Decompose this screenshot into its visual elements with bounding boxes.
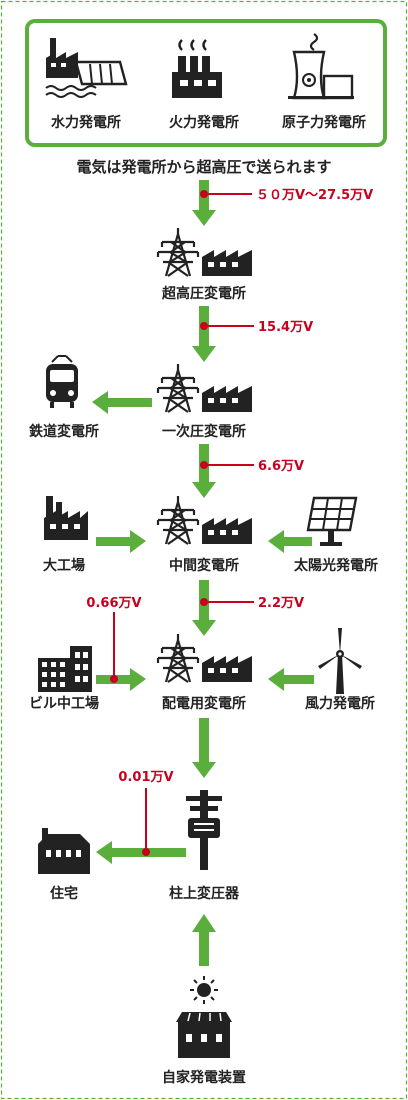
thermal-plant-icon <box>172 39 222 98</box>
voltage-dot-5 <box>110 675 118 683</box>
primary-substation-label: 一次圧変電所 <box>162 423 246 440</box>
arrow-head-house <box>96 841 112 864</box>
distribution-substation-icon <box>156 632 254 684</box>
home-generator-label: 自家発電装置 <box>162 1069 246 1086</box>
distribution-substation-label: 配電用変電所 <box>162 695 246 712</box>
house-label: 住宅 <box>50 885 78 902</box>
building-factory-label: ビル中工場 <box>29 695 99 712</box>
voltage-dot-6 <box>142 848 150 856</box>
arrow-shaft-6 <box>199 928 209 966</box>
voltage-label-2: 15.4万V <box>258 320 313 335</box>
pole-transformer-label: 柱上変圧器 <box>169 885 240 902</box>
nuclear-plant-label: 原子力発電所 <box>282 114 366 131</box>
voltage-label-3: 6.6万V <box>258 459 304 474</box>
voltage-label-4: 2.2万V <box>258 596 304 611</box>
voltage-dot-3 <box>200 461 208 469</box>
supply-caption: 電気は発電所から超高圧で送られます <box>76 158 331 176</box>
voltage-label-5: 0.66万V <box>86 596 141 611</box>
voltage-label-6: 0.01万V <box>118 770 173 785</box>
arrow-head-5 <box>192 762 216 778</box>
home-generator-icon <box>176 1012 232 1058</box>
arrow-shaft-5 <box>199 718 209 766</box>
hydro-plant-label: 水力発電所 <box>51 114 121 131</box>
wind-plant-label: 風力発電所 <box>305 695 375 712</box>
train-icon <box>46 355 78 408</box>
arrow-shaft-railway <box>104 398 152 407</box>
large-factory-icon <box>44 496 88 540</box>
nuclear-plant-icon <box>288 33 354 100</box>
intermediate-substation-icon <box>156 494 254 546</box>
wind-turbine-icon <box>318 628 362 694</box>
voltage-dot-2 <box>200 322 208 330</box>
house-icon <box>38 828 90 874</box>
arrow-head-solar <box>268 530 284 553</box>
arrow-head-factory <box>130 530 146 553</box>
pole-transformer-icon <box>186 790 222 870</box>
arrow-head-building <box>130 668 146 691</box>
arrow-head-3 <box>192 482 216 498</box>
arrow-shaft-solar <box>282 537 312 546</box>
sun-icon <box>190 976 218 1004</box>
intermediate-substation-label: 中間変電所 <box>169 557 239 574</box>
arrow-head-1 <box>192 210 216 226</box>
thermal-plant-label: 火力発電所 <box>169 114 239 131</box>
voltage-dot-1 <box>200 190 208 198</box>
primary-substation-icon <box>156 362 254 414</box>
arrow-head-railway <box>92 391 108 414</box>
arrow-head-wind <box>268 668 284 691</box>
arrow-head-6 <box>192 914 216 932</box>
arrow-head-4 <box>192 620 216 636</box>
voltage-dot-4 <box>200 598 208 606</box>
solar-plant-label: 太陽光発電所 <box>294 557 378 574</box>
railway-substation-label: 鉄道変電所 <box>29 423 99 440</box>
hydro-plant-icon <box>45 38 128 98</box>
arrow-shaft-wind <box>282 675 314 684</box>
voltage-label-1: ５０万V〜27.5万V <box>256 188 373 203</box>
large-factory-label: 大工場 <box>43 557 85 574</box>
arrow-shaft-factory <box>96 537 132 546</box>
solar-panel-icon <box>306 496 358 546</box>
ultra-high-substation-label: 超高圧変電所 <box>161 285 246 302</box>
arrow-head-2 <box>192 346 216 362</box>
ultra-high-substation-icon <box>156 226 254 278</box>
building-factory-icon <box>38 646 92 692</box>
